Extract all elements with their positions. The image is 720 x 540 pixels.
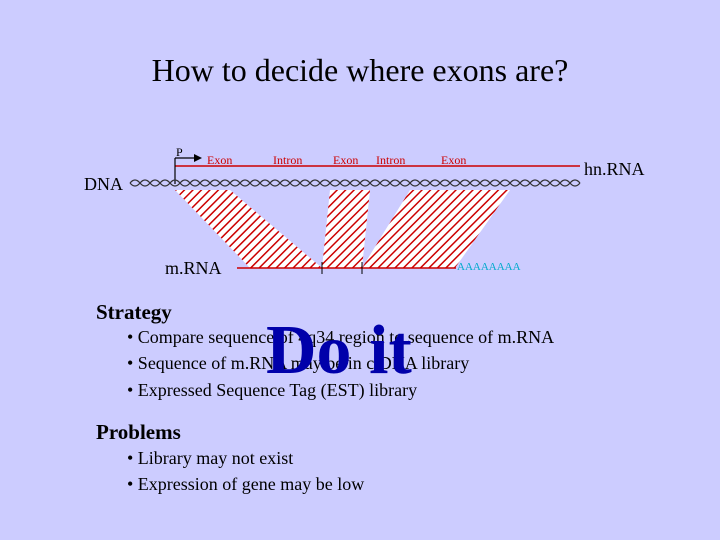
segment-exon-2: Exon [333, 153, 358, 167]
splice-region-exon2 [322, 190, 370, 268]
dna-strand-b [129, 179, 581, 187]
do-it-overlay: Do it [266, 312, 412, 389]
dna-label: DNA [84, 174, 123, 194]
segment-exon-1: Exon [207, 153, 232, 167]
strategy-item: • Sequence of m.RNA may be in c.DNA libr… [127, 353, 470, 373]
promoter-label: P [176, 145, 183, 159]
mrna-label: m.RNA [165, 258, 222, 278]
dna-strand-a [129, 179, 581, 187]
hnrna-label: hn.RNA [584, 159, 645, 179]
strategy-heading: Strategy [96, 300, 172, 324]
problems-item: • Library may not exist [127, 448, 294, 468]
splice-region-exon1 [175, 190, 322, 268]
strategy-item: • Compare sequence of 4q34 region to seq… [127, 327, 555, 347]
slide-title: How to decide where exons are? [151, 52, 569, 88]
problems-heading: Problems [96, 420, 181, 444]
promoter-arrowhead [194, 154, 202, 162]
gene-structure-diagram: P DNA hn.RNA m.RNA AAAAAAAA Exon Intron … [84, 145, 645, 278]
segment-intron-2: Intron [376, 153, 405, 167]
segment-exon-3: Exon [441, 153, 466, 167]
segment-intron-1: Intron [273, 153, 302, 167]
polya-label: AAAAAAAA [457, 261, 521, 273]
problems-item: • Expression of gene may be low [127, 474, 365, 494]
splice-region-exon3 [362, 190, 510, 268]
strategy-item: • Expressed Sequence Tag (EST) library [127, 380, 418, 400]
